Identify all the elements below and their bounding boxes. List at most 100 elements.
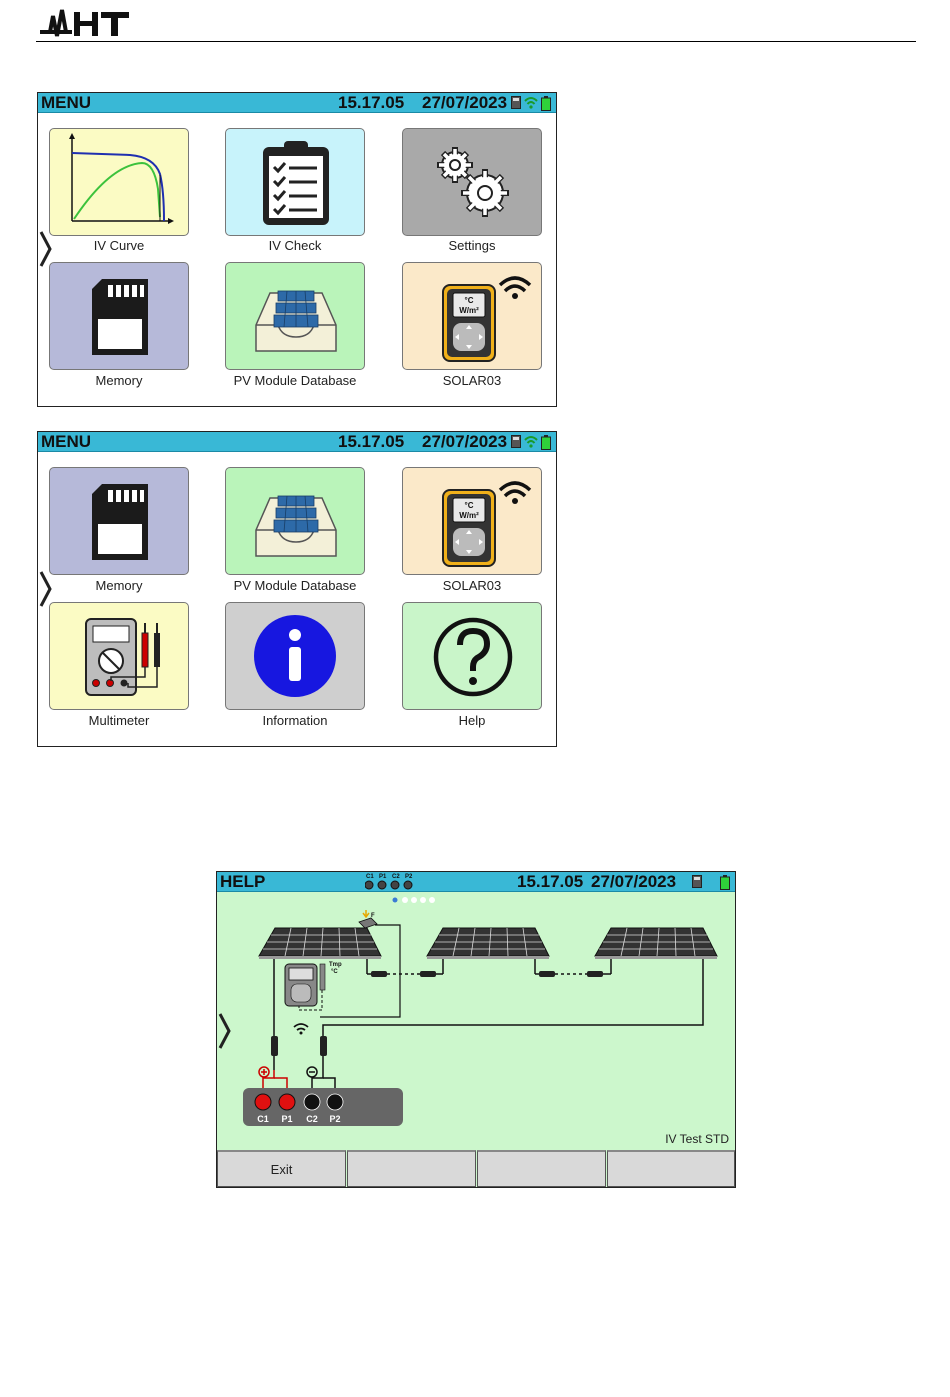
pv-module-tray-icon bbox=[226, 468, 366, 576]
clock-time: 15.17.05 bbox=[517, 872, 583, 891]
tile-memory[interactable] bbox=[49, 467, 189, 575]
wifi-icon bbox=[524, 96, 538, 109]
clock-date: 27/07/2023 bbox=[422, 432, 507, 451]
sun-arrow-icon bbox=[363, 910, 369, 917]
tile-label: Settings bbox=[382, 238, 557, 253]
clock-time: 15.17.05 bbox=[338, 432, 404, 451]
sd-card-icon bbox=[50, 263, 190, 371]
solar03-device-icon: °C W/m² bbox=[403, 468, 543, 576]
help-icon bbox=[403, 603, 543, 711]
battery-icon bbox=[720, 875, 730, 890]
terminal-c2 bbox=[304, 1094, 320, 1110]
tile-label: Help bbox=[382, 713, 557, 728]
terminal-label-c2: C2 bbox=[306, 1114, 318, 1124]
tile-multimeter[interactable] bbox=[49, 602, 189, 710]
test-mode-label: IV Test STD bbox=[665, 1132, 729, 1146]
menu-screen-2: MENU 15.17.05 27/07/2023 Memory PV Modul… bbox=[37, 431, 557, 747]
terminal-top-c1: C1 bbox=[366, 874, 374, 880]
connection-diagram: F Tmp °C bbox=[217, 892, 735, 1147]
tile-label: Memory bbox=[37, 373, 209, 388]
tile-label: PV Module Database bbox=[205, 578, 385, 593]
page-next-chevron-icon[interactable] bbox=[218, 1012, 232, 1050]
multimeter-icon bbox=[50, 603, 190, 711]
irradiance-label: F bbox=[371, 913, 375, 919]
terminal-label-c1: C1 bbox=[257, 1114, 269, 1124]
mc4-connector bbox=[320, 1036, 327, 1056]
pv-panel bbox=[595, 928, 717, 959]
irradiance-sensor bbox=[359, 918, 377, 928]
softkey-2-button[interactable] bbox=[347, 1150, 476, 1187]
tile-iv-curve[interactable] bbox=[49, 128, 189, 236]
wifi-icon bbox=[524, 435, 538, 448]
help-title: HELP bbox=[220, 872, 265, 891]
solar-unit-irradiance: W/m² bbox=[459, 306, 479, 315]
battery-icon bbox=[541, 96, 551, 111]
menu-screen-1: MENU 15.17.05 27/07/2023 IV Curve bbox=[37, 92, 557, 407]
terminal-label-p2: P2 bbox=[329, 1114, 340, 1124]
tile-label: IV Curve bbox=[37, 238, 209, 253]
tile-pv-module-database[interactable] bbox=[225, 262, 365, 370]
menu-title: MENU bbox=[41, 432, 91, 451]
terminal-top-p2: P2 bbox=[405, 874, 413, 880]
instrument-status-icon bbox=[692, 875, 702, 888]
sd-card-icon bbox=[50, 468, 190, 576]
solar-unit-celsius: °C bbox=[465, 296, 474, 305]
tile-label: SOLAR03 bbox=[382, 373, 557, 388]
clock-time: 15.17.05 bbox=[338, 93, 404, 112]
terminal-top-c2: C2 bbox=[392, 874, 400, 880]
tile-label: Memory bbox=[37, 578, 209, 593]
gears-icon bbox=[403, 129, 543, 237]
solar03-remote-unit bbox=[285, 964, 317, 1006]
terminal-p2 bbox=[327, 1094, 343, 1110]
tile-pv-module-database[interactable] bbox=[225, 467, 365, 575]
terminal-label-p1: P1 bbox=[281, 1114, 292, 1124]
tile-label: Multimeter bbox=[37, 713, 209, 728]
tile-label: SOLAR03 bbox=[382, 578, 557, 593]
terminal-c1 bbox=[255, 1094, 271, 1110]
mc4-connector bbox=[271, 1036, 278, 1056]
tile-help[interactable] bbox=[402, 602, 542, 710]
terminal-top-p1: P1 bbox=[379, 874, 387, 880]
solar-unit-celsius: °C bbox=[465, 501, 474, 510]
terminal-p1 bbox=[279, 1094, 295, 1110]
instrument-status-icon bbox=[511, 96, 521, 109]
solar03-device-icon: °C W/m² bbox=[403, 263, 543, 371]
tile-information[interactable] bbox=[225, 602, 365, 710]
wifi-link-icon bbox=[294, 1024, 308, 1030]
menu-top-bar: MENU 15.17.05 27/07/2023 bbox=[38, 432, 556, 452]
temp-probe-unit: °C bbox=[331, 969, 338, 975]
solar-unit-irradiance: W/m² bbox=[459, 511, 479, 520]
clock-date: 27/07/2023 bbox=[422, 93, 507, 112]
pv-panel bbox=[427, 928, 549, 959]
battery-icon bbox=[541, 435, 551, 450]
menu-title: MENU bbox=[41, 93, 91, 112]
logo-text: HT bbox=[38, 6, 40, 7]
clock-date: 27/07/2023 bbox=[591, 872, 676, 891]
instrument-status-icon bbox=[511, 435, 521, 448]
help-top-bar: HELP C1 P1 C2 P2 15.17.05 27/07/2023 bbox=[217, 872, 735, 892]
tile-solar03[interactable]: °C W/m² bbox=[402, 467, 542, 575]
help-screen: HELP C1 P1 C2 P2 15.17.05 27/07/2023 bbox=[216, 871, 736, 1188]
tile-memory[interactable] bbox=[49, 262, 189, 370]
tile-settings[interactable] bbox=[402, 128, 542, 236]
temperature-probe bbox=[320, 964, 325, 990]
clipboard-check-icon bbox=[226, 129, 366, 237]
tile-solar03[interactable]: °C W/m² bbox=[402, 262, 542, 370]
temp-probe-label: Tmp bbox=[329, 962, 342, 968]
page-next-chevron-icon[interactable] bbox=[39, 230, 53, 268]
tile-iv-check[interactable] bbox=[225, 128, 365, 236]
softkey-3-button[interactable] bbox=[477, 1150, 606, 1187]
pv-module-tray-icon bbox=[226, 263, 366, 371]
page-next-chevron-icon[interactable] bbox=[39, 570, 53, 608]
pv-panel bbox=[259, 928, 381, 959]
tile-label: IV Check bbox=[205, 238, 385, 253]
exit-button[interactable]: Exit bbox=[217, 1150, 346, 1187]
info-icon bbox=[226, 603, 366, 711]
softkey-4-button[interactable] bbox=[607, 1150, 735, 1187]
menu-top-bar: MENU 15.17.05 27/07/2023 bbox=[38, 93, 556, 113]
tile-label: PV Module Database bbox=[205, 373, 385, 388]
iv-curve-icon bbox=[50, 129, 190, 237]
terminal-indicators-icon: C1 P1 C2 P2 bbox=[365, 872, 415, 891]
header-divider bbox=[36, 41, 916, 42]
ht-logo: HT bbox=[38, 6, 133, 38]
